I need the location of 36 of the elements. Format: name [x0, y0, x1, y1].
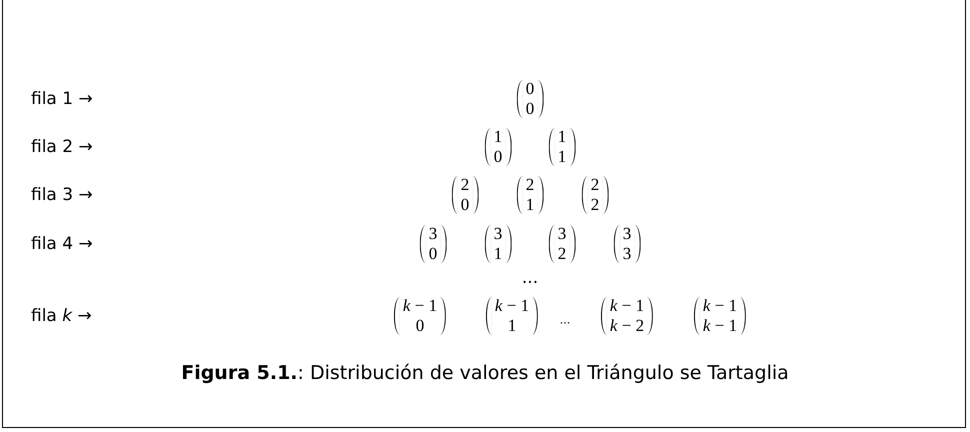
binomial-top: 1 — [558, 127, 566, 147]
binomial-top: k − 1 — [610, 296, 644, 316]
ellipsis: ... — [522, 268, 538, 288]
figure-caption: Figura 5.1.: Distribución de valores en el Triángulo se Tartaglia — [180, 362, 790, 384]
binomial-top: 2 — [460, 175, 470, 195]
binomial-bottom: 2 — [590, 195, 600, 215]
binomial-top: 3 — [558, 224, 566, 244]
binomial-bottom: k − 2 — [610, 316, 644, 336]
binomial-bottom: 0 — [460, 195, 470, 215]
binomial-bottom: k − 1 — [702, 316, 738, 336]
binomial-bottom: 1 — [558, 147, 566, 167]
row-label: fila 2 → — [31, 137, 93, 157]
binomial-top: k − 1 — [402, 296, 438, 316]
binomial-bottom: 1 — [494, 244, 502, 264]
binomial-bottom: 1 — [526, 195, 534, 215]
binomial-top: 1 — [494, 127, 502, 147]
binomial-bottom: 2 — [558, 244, 566, 264]
row-label: fila 4 → — [31, 234, 93, 254]
binomial-top: 0 — [526, 79, 534, 99]
row-label: fila k → — [31, 306, 92, 326]
binomial-bottom: 0 — [526, 99, 534, 119]
binomial-bottom: 0 — [428, 244, 438, 264]
binomial-top: 2 — [526, 175, 534, 195]
row-label: fila 3 → — [31, 185, 93, 205]
binomial-top: 2 — [590, 175, 600, 195]
row-label: fila 1 → — [31, 89, 93, 109]
binomial-top: 3 — [494, 224, 502, 244]
ellipsis: ... — [560, 314, 570, 326]
binomial-top: k − 1 — [494, 296, 530, 316]
binomial-top: 3 — [428, 224, 438, 244]
binomial-bottom: 0 — [494, 147, 502, 167]
binomial-top: k − 1 — [702, 296, 738, 316]
binomial-top: 3 — [622, 224, 632, 244]
binomial-bottom: 0 — [416, 316, 424, 336]
binomial-bottom: 1 — [508, 316, 516, 336]
binomial-bottom: 3 — [622, 244, 632, 264]
